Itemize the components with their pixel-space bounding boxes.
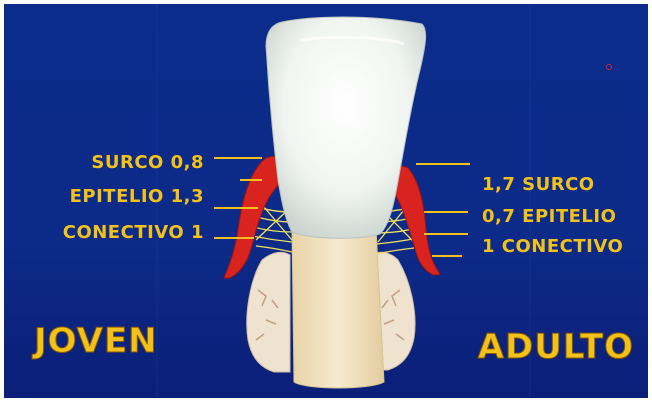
left-label-surco: SURCO 0,8 — [91, 152, 204, 173]
right-label-epitelio: 0,7 EPITELIO — [482, 206, 616, 227]
tooth-root — [292, 228, 384, 388]
title-adulto: ADULTO — [478, 327, 634, 367]
title-joven: JOVEN — [32, 321, 158, 361]
right-label-surco: 1,7 SURCO — [482, 174, 595, 195]
right-label-conectivo: 1 CONECTIVO — [482, 236, 623, 257]
left-label-epitelio: EPITELIO 1,3 — [70, 186, 204, 207]
left-label-conectivo: CONECTIVO 1 — [63, 222, 204, 243]
